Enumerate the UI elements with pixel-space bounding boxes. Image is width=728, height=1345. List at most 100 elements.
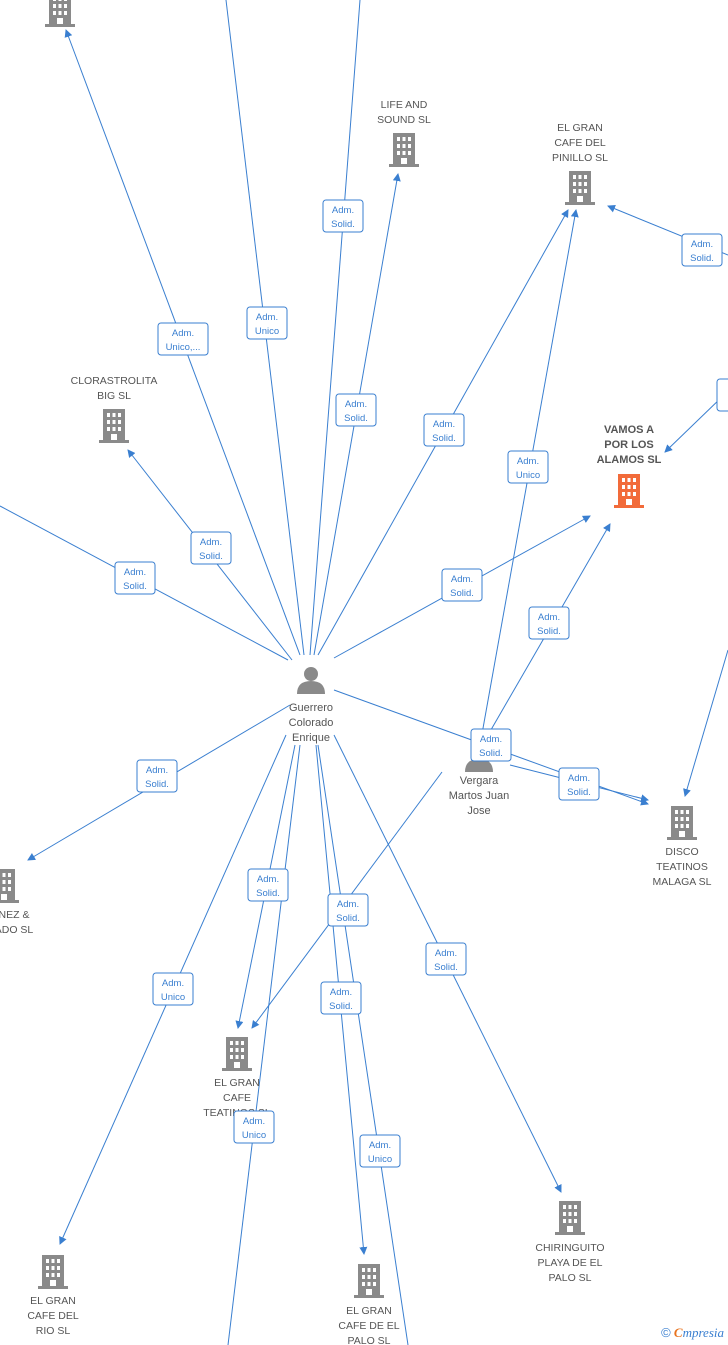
relation-badge[interactable]: Adm.Solid. — [247, 868, 289, 902]
badge-box — [320, 981, 362, 1015]
badge-box — [558, 767, 600, 801]
relation-badge[interactable]: Adm.Solid. — [425, 942, 467, 976]
relation-badge[interactable]: Adm.Unico — [246, 306, 288, 340]
building-icon — [555, 1201, 585, 1235]
building-icon — [222, 1037, 252, 1071]
badge-label: Unico,... — [166, 342, 201, 353]
relation-badge[interactable]: Adm. Unico — [152, 972, 194, 1006]
badge-box — [322, 199, 364, 233]
relation-badge[interactable]: Adm. Solid. — [470, 728, 512, 762]
company-node[interactable] — [0, 869, 19, 903]
badge-box — [359, 1134, 401, 1168]
badge-label: Solid. — [537, 626, 561, 637]
relation-badge[interactable]: Adm.Solid. — [136, 759, 178, 793]
company-node[interactable] — [565, 171, 595, 205]
company-name-line: PLAYA DE EL — [538, 1257, 603, 1269]
relation-badge[interactable]: Adm.Solid. — [327, 893, 369, 927]
relation-line — [317, 744, 409, 1345]
relation-badge[interactable]: AS — [716, 378, 728, 412]
company-name-line: CHIRINGUITO — [535, 1242, 604, 1254]
badge-box — [507, 450, 549, 484]
company-node[interactable] — [667, 806, 697, 840]
company-node[interactable] — [45, 0, 75, 27]
person-icon — [297, 667, 325, 694]
badge-label: Adm. — [369, 1140, 391, 1151]
company-name-line: CAFE — [223, 1092, 251, 1104]
company-name-line: ALAMOS SL — [597, 454, 662, 466]
badge-box — [716, 378, 728, 412]
person-name-line: Jose — [467, 805, 490, 817]
building-icon — [667, 806, 697, 840]
relation-badge[interactable]: Adm.Solid. — [423, 413, 465, 447]
relation-badge[interactable]: Adm.Solid. — [114, 561, 156, 595]
relation-badges: Adm.Unico,...Adm.UnicoAdm.Solid.Adm.Soli… — [114, 199, 728, 1168]
relation-badge[interactable]: Adm.Unico — [359, 1134, 401, 1168]
relation-line — [683, 649, 728, 797]
badge-label: Solid. — [336, 913, 360, 924]
company-name-line: TEATINOS — [656, 861, 708, 873]
company-node[interactable] — [38, 1255, 68, 1289]
badge-label: Solid. — [479, 748, 503, 759]
relation-badge[interactable]: Adm. Unico,... — [157, 322, 209, 356]
relation-badge[interactable]: Adm.Solid. — [558, 767, 600, 801]
copyright-notice: © Cmpresia — [661, 1325, 724, 1341]
badge-label: Unico — [161, 992, 185, 1003]
person-name-line: Enrique — [292, 732, 330, 744]
company-name-line: EL GRAN — [557, 122, 603, 134]
badge-box — [327, 893, 369, 927]
badge-label: Solid. — [256, 888, 280, 899]
company-name-line: VAMOS A — [604, 424, 654, 436]
badge-label: Solid. — [329, 1001, 353, 1012]
person-name-line: Guerrero — [289, 702, 333, 714]
company-name-line: NEZ & — [0, 909, 29, 921]
badge-label: Solid. — [432, 433, 456, 444]
badge-label: Solid. — [567, 787, 591, 798]
brand-logo[interactable]: Cmpresia — [674, 1325, 724, 1340]
badge-label: Adm. — [162, 978, 184, 989]
relation-badge[interactable]: Adm.Solid. — [320, 981, 362, 1015]
company-node[interactable] — [389, 133, 419, 167]
badge-box — [246, 306, 288, 340]
badge-label: Adm. — [480, 734, 502, 745]
badge-box — [528, 606, 570, 640]
company-name-line: ADO SL — [0, 924, 33, 936]
badge-box — [114, 561, 156, 595]
relation-badge[interactable]: Adm.Solid. — [441, 568, 483, 602]
company-node[interactable] — [99, 409, 129, 443]
badge-box — [247, 868, 289, 902]
company-node[interactable] — [614, 474, 644, 508]
badge-label: Solid. — [199, 551, 223, 562]
badge-label: Adm. — [172, 328, 194, 339]
company-node[interactable] — [354, 1264, 384, 1298]
badge-box — [470, 728, 512, 762]
badge-label: Solid. — [145, 779, 169, 790]
building-icon — [38, 1255, 68, 1289]
person-node[interactable] — [297, 667, 325, 694]
building-icon — [565, 171, 595, 205]
badge-label: Solid. — [434, 962, 458, 973]
relation-line — [309, 0, 361, 656]
company-name-line: EL GRAN — [346, 1305, 392, 1317]
badge-label: Adm. — [256, 312, 278, 323]
badge-label: Adm. — [124, 567, 146, 578]
company-name-line: SOUND SL — [377, 114, 431, 126]
relation-badge[interactable]: Adm.Solid. — [322, 199, 364, 233]
relation-badge[interactable]: Adm.Solid. — [681, 233, 723, 267]
relation-badge[interactable]: Adm.Solid. — [528, 606, 570, 640]
badge-box — [233, 1110, 275, 1144]
relation-badge[interactable]: Adm.Solid. — [335, 393, 377, 427]
person-name-line: Colorado — [289, 717, 334, 729]
badge-box — [441, 568, 483, 602]
company-name-line: DISCO — [665, 846, 698, 858]
relation-badge[interactable]: Adm.Unico — [507, 450, 549, 484]
company-node[interactable] — [555, 1201, 585, 1235]
company-node[interactable] — [222, 1037, 252, 1071]
badge-label: Unico — [516, 470, 540, 481]
relation-badge[interactable]: Adm.Unico — [233, 1110, 275, 1144]
brand-name: mpresia — [682, 1325, 724, 1340]
badge-box — [425, 942, 467, 976]
relation-line — [227, 744, 301, 1345]
relation-badge[interactable]: Adm.Solid. — [190, 531, 232, 565]
